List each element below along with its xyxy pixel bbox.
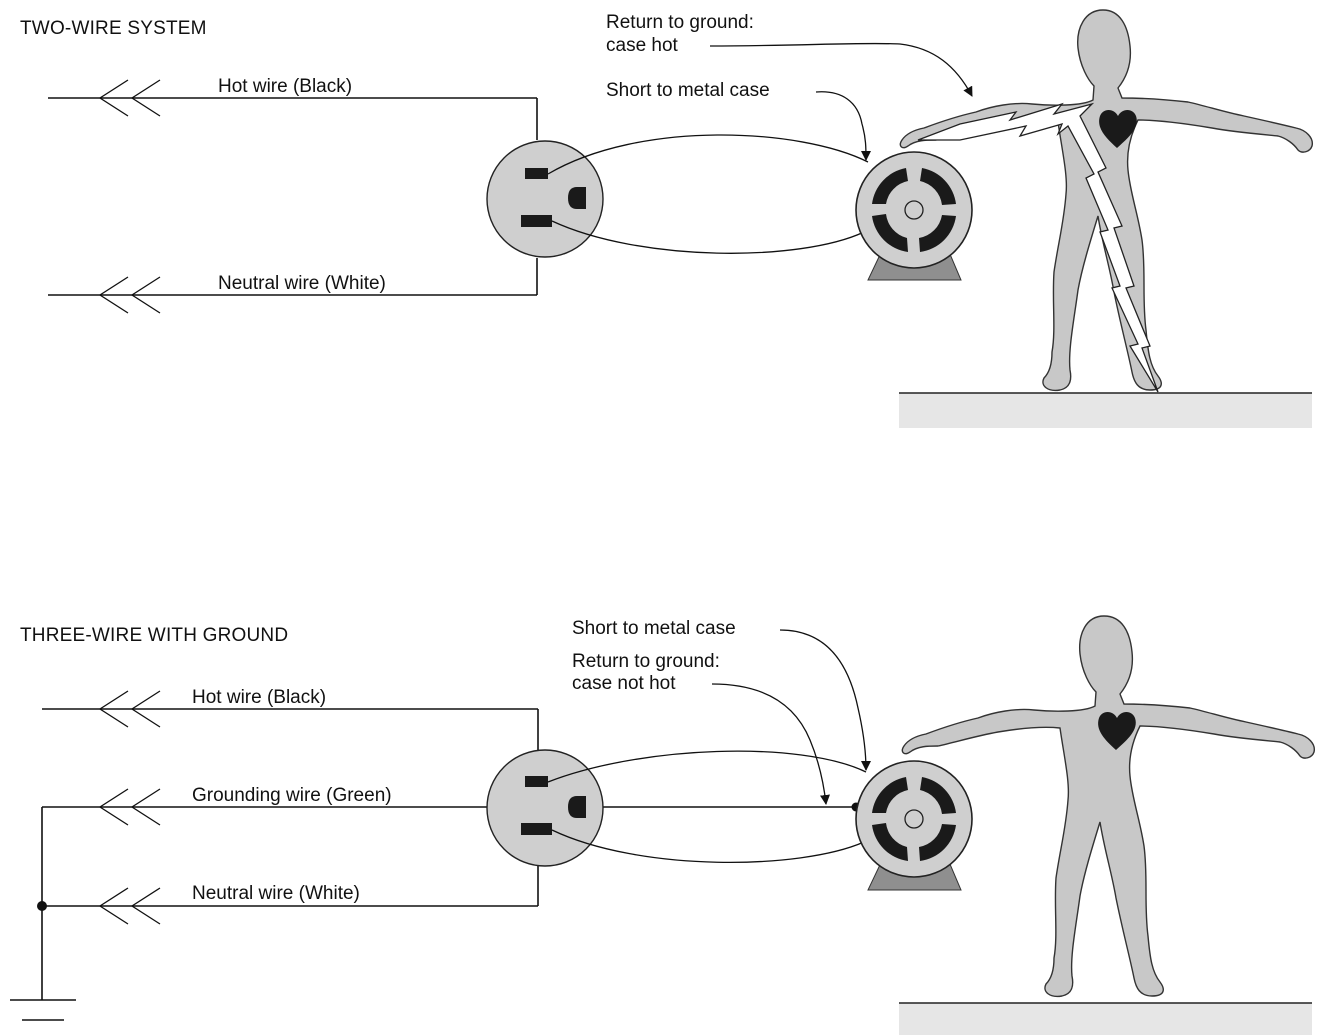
- lightning-bolt-icon: [917, 102, 1159, 393]
- person-silhouette: [899, 9, 1313, 393]
- appliance-cord: [547, 134, 869, 254]
- motor-icon: [855, 151, 973, 281]
- callout-return-to-ground: Return to ground: case not hot: [572, 651, 830, 805]
- grounding-wire: Grounding wire (Green): [42, 785, 861, 826]
- panel-two-wire: TWO-WIRE SYSTEM Hot wire (Black) Neutral…: [20, 9, 1313, 428]
- neutral-wire: Neutral wire (White): [42, 866, 539, 925]
- plug-chevron-icon: [98, 887, 161, 925]
- plug-chevron-icon: [98, 79, 161, 117]
- earth-ground-icon: [10, 807, 76, 1021]
- plug-chevron-icon: [98, 690, 161, 728]
- outlet-icon: [486, 749, 604, 867]
- outlet-icon: [486, 140, 604, 258]
- motor-icon: [855, 760, 973, 891]
- callout-short-to-case: Short to metal case: [606, 80, 871, 161]
- callout-short-to-case: Short to metal case: [572, 618, 871, 771]
- heart-icon: [1099, 110, 1137, 148]
- floor-ground: [899, 1002, 1312, 1035]
- return-label-line2: case not hot: [572, 673, 676, 694]
- hot-wire: Hot wire (Black): [48, 76, 538, 140]
- short-label: Short to metal case: [606, 80, 770, 101]
- short-label: Short to metal case: [572, 618, 736, 639]
- return-label-line1: Return to ground:: [572, 651, 720, 672]
- hot-wire: Hot wire (Black): [42, 687, 539, 752]
- neutral-wire-label: Neutral wire (White): [218, 273, 386, 294]
- hot-wire-label: Hot wire (Black): [192, 687, 326, 708]
- hot-wire-label: Hot wire (Black): [218, 76, 352, 97]
- return-label-line2: case hot: [606, 35, 679, 56]
- person-silhouette: [901, 615, 1315, 998]
- neutral-wire-label: Neutral wire (White): [192, 883, 360, 904]
- floor-ground: [899, 392, 1312, 428]
- return-label-line1: Return to ground:: [606, 12, 754, 33]
- plug-chevron-icon: [98, 276, 161, 314]
- heart-icon: [1098, 712, 1136, 750]
- plug-chevron-icon: [98, 788, 161, 826]
- panel-three-wire: THREE-WIRE WITH GROUND Hot wire (Black) …: [10, 615, 1315, 1035]
- appliance-cord: [547, 750, 867, 864]
- grounding-wire-label: Grounding wire (Green): [192, 785, 392, 806]
- callout-return-to-ground: Return to ground: case hot: [606, 12, 973, 97]
- panel-title: THREE-WIRE WITH GROUND: [20, 625, 288, 646]
- neutral-wire: Neutral wire (White): [48, 258, 538, 314]
- panel-title: TWO-WIRE SYSTEM: [20, 18, 207, 39]
